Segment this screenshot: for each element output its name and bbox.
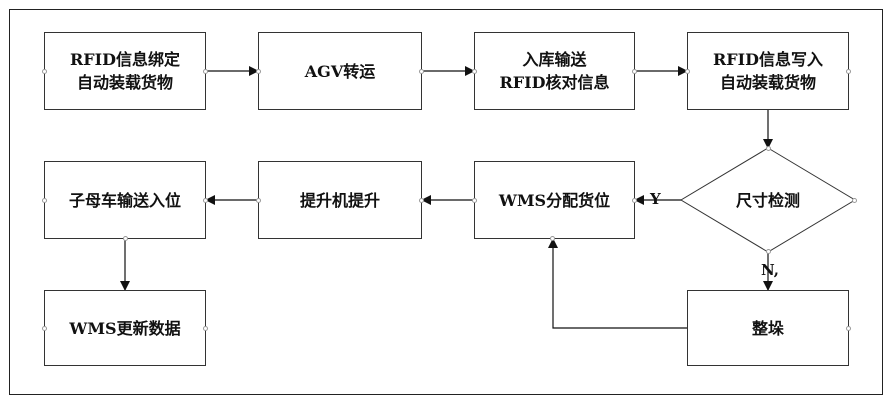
edge-label-no: N, — [761, 261, 779, 279]
node-rfid-bind: RFID信息绑定 自动装载货物 — [44, 32, 206, 110]
arrow-n10-n6 — [548, 238, 687, 329]
node-label-line: RFID信息写入 — [712, 50, 824, 69]
node-label-line: 子母车输送入位 — [68, 190, 181, 210]
connection-point — [852, 198, 857, 203]
node-label-line: AGV转运 — [304, 61, 376, 81]
node-shuttle-store: 子母车输送入位 — [44, 161, 206, 239]
node-lift: 提升机提升 — [258, 161, 422, 239]
connection-point — [685, 69, 690, 74]
connection-point — [123, 236, 128, 241]
diagram-frame — [9, 9, 883, 395]
connection-point — [846, 69, 851, 74]
connection-point — [550, 236, 555, 241]
edge-label-yes: Y — [650, 190, 661, 208]
node-label-line: 自动装载货物 — [76, 73, 173, 92]
node-label-line: RFID核对信息 — [499, 73, 610, 92]
node-restack: 整垛 — [687, 290, 849, 366]
connection-point — [472, 198, 477, 203]
connection-point — [846, 326, 851, 331]
connection-point — [632, 69, 637, 74]
connection-point — [472, 69, 477, 74]
connection-point — [766, 146, 771, 151]
node-label-line: WMS分配货位 — [498, 190, 611, 210]
connection-point — [419, 69, 424, 74]
connection-point — [256, 198, 261, 203]
node-agv-transport: AGV转运 — [258, 32, 422, 110]
node-label-line: 入库输送 — [522, 50, 587, 69]
node-inbound-conveyor: 入库输送 RFID核对信息 — [474, 32, 635, 110]
node-size-check: 尺寸检测 — [701, 182, 835, 218]
connection-point — [203, 198, 208, 203]
connection-point — [766, 249, 771, 254]
node-wms-update: WMS更新数据 — [44, 290, 206, 366]
connection-point — [632, 198, 637, 203]
connection-point — [42, 326, 47, 331]
connection-point — [256, 69, 261, 74]
node-label-line: 整垛 — [751, 318, 784, 338]
node-rfid-write: RFID信息写入 自动装载货物 — [687, 32, 849, 110]
node-label-line: RFID信息绑定 — [69, 50, 181, 69]
connection-point — [203, 69, 208, 74]
connection-point — [42, 198, 47, 203]
node-label-line: 自动装载货物 — [719, 73, 816, 92]
connection-point — [203, 326, 208, 331]
node-label-line: 尺寸检测 — [735, 190, 800, 210]
node-label-line: WMS更新数据 — [69, 318, 181, 338]
connection-point — [42, 69, 47, 74]
connection-point — [419, 198, 424, 203]
node-label-line: 提升机提升 — [299, 190, 380, 210]
node-wms-allocate: WMS分配货位 — [474, 161, 635, 239]
